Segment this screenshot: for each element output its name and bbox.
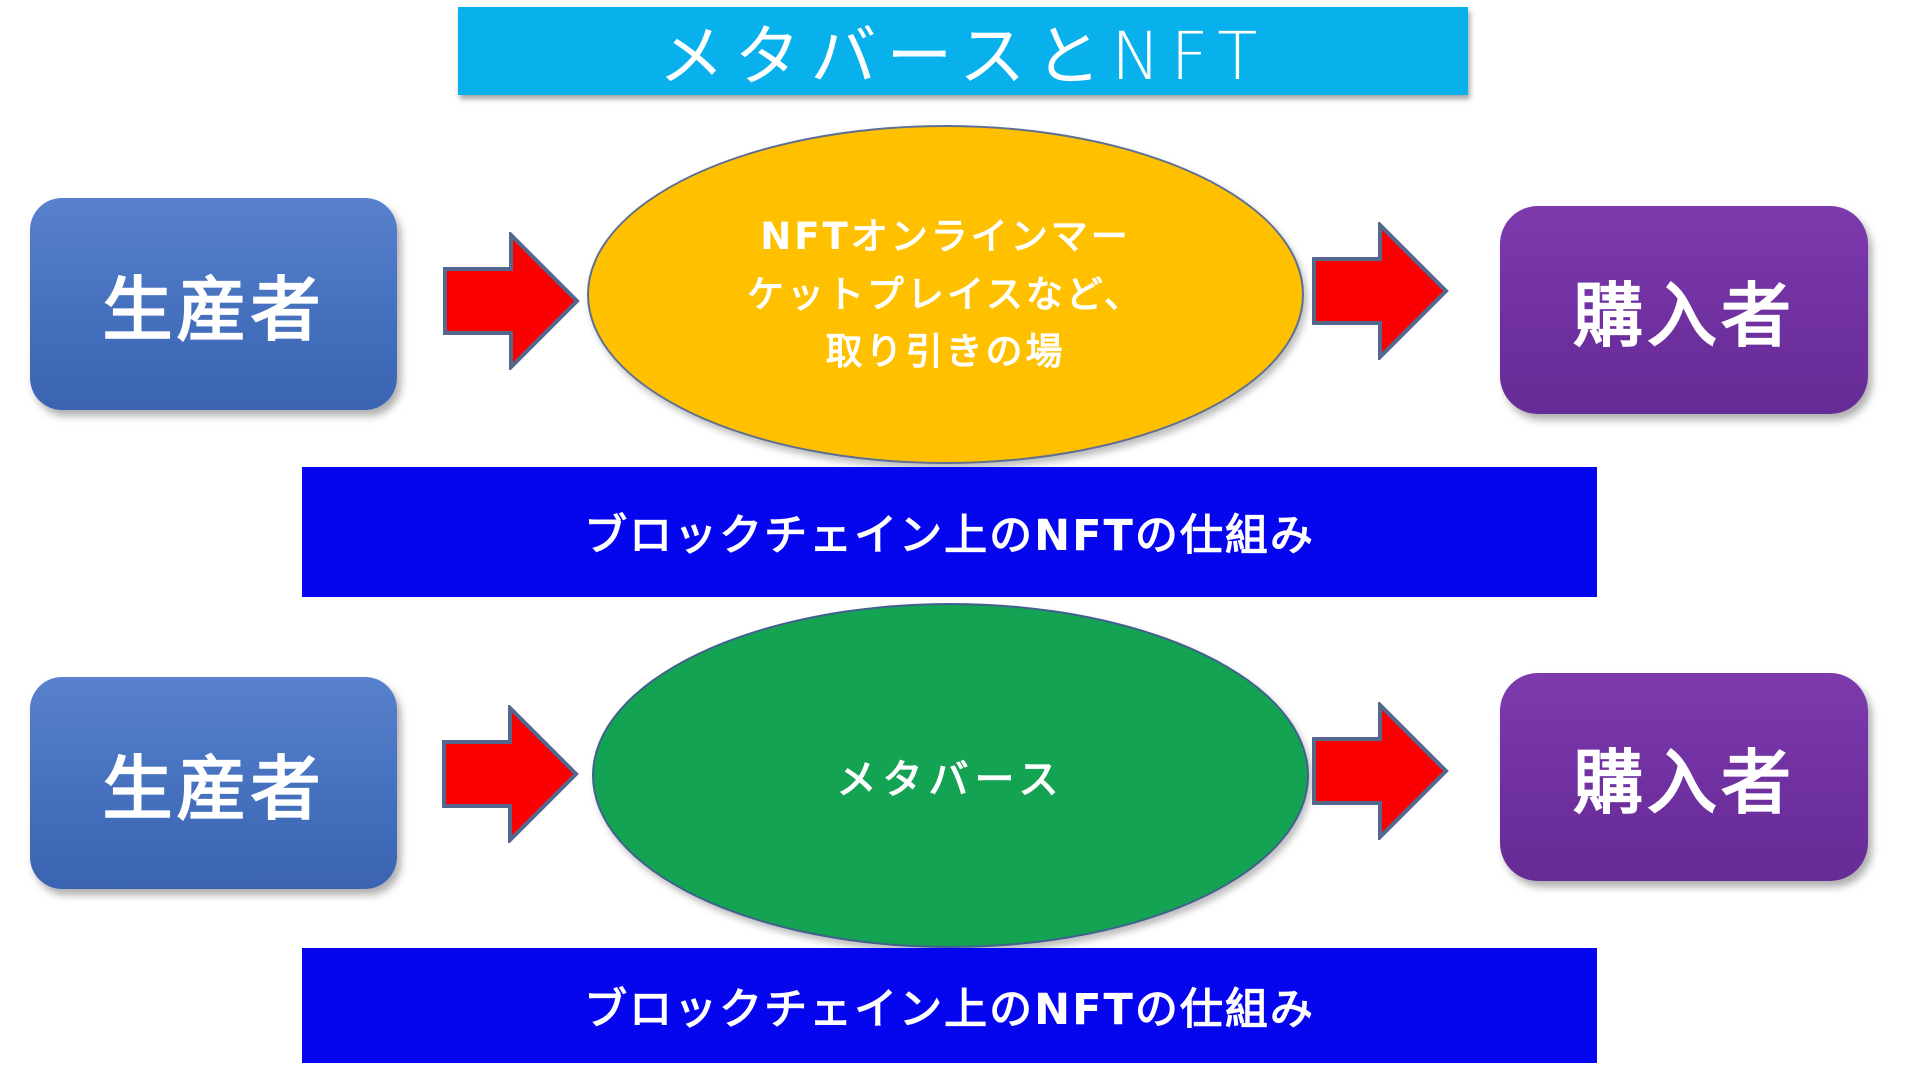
blockchain-banner-row1: ブロックチェイン上のNFTの仕組み (302, 467, 1597, 597)
producer-label: 生産者 (102, 268, 325, 351)
blockchain-banner-row2: ブロックチェイン上のNFTの仕組み (302, 948, 1597, 1063)
buyer-label: 購入者 (1573, 741, 1795, 824)
producer-box-row2: 生産者 (30, 677, 397, 889)
page-title: メタバースとNFT (458, 7, 1468, 95)
buyer-box-row1: 購入者 (1500, 206, 1868, 414)
blockchain-banner-label: ブロックチェイン上のNFTの仕組み (584, 511, 1315, 561)
nft-marketplace-ellipse: NFTオンラインマー ケットプレイスなど、 取り引きの場 (587, 125, 1304, 464)
right-arrow-icon (1312, 702, 1449, 840)
producer-box-row1: 生産者 (30, 198, 397, 410)
producer-label: 生産者 (102, 747, 325, 830)
metaverse-ellipse: メタバース (592, 603, 1309, 948)
nft-marketplace-label: NFTオンラインマー ケットプレイスなど、 取り引きの場 (746, 214, 1145, 374)
metaverse-label: メタバース (836, 756, 1065, 803)
blockchain-banner-label: ブロックチェイン上のNFTの仕組み (584, 984, 1315, 1035)
right-arrow-icon (1312, 222, 1449, 360)
buyer-box-row2: 購入者 (1500, 673, 1868, 881)
right-arrow-icon (442, 705, 579, 843)
page-title-label: メタバースとNFT (658, 18, 1268, 95)
right-arrow-icon (443, 232, 580, 370)
buyer-label: 購入者 (1573, 274, 1795, 357)
